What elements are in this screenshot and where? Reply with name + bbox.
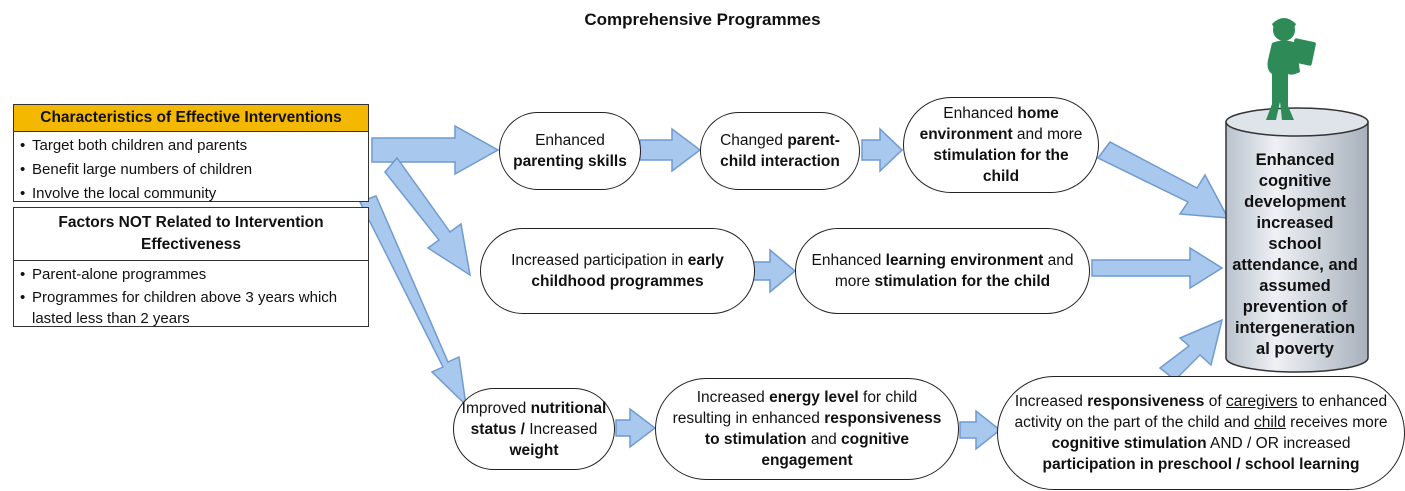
node-caregiver-responsiveness: Increased responsiveness of caregivers t… bbox=[997, 376, 1405, 490]
arrow-to-participation bbox=[384, 156, 472, 277]
node-energy-level: Increased energy level for child resulti… bbox=[655, 378, 959, 480]
diagram-title: Comprehensive Programmes bbox=[584, 10, 821, 29]
arrow-to-energy bbox=[615, 407, 657, 449]
node-early-childhood-participation: Increased participation in early childho… bbox=[480, 228, 755, 314]
arrow-to-learning bbox=[751, 248, 797, 294]
arrow-to-parenting bbox=[371, 124, 500, 176]
arrow-to-interaction bbox=[639, 127, 702, 173]
factors-panel: Factors NOT Related to Intervention Effe… bbox=[13, 207, 369, 327]
node-nutritional-status: Improved nutritional status / Increased … bbox=[453, 388, 615, 470]
list-item: Benefit large numbers of children bbox=[20, 158, 362, 182]
list-item: Parent-alone programmes bbox=[20, 263, 362, 287]
node-home-environment: Enhanced home environment and more stimu… bbox=[903, 97, 1099, 193]
factors-heading: Factors NOT Related to Intervention Effe… bbox=[14, 208, 368, 261]
arrow-to-home bbox=[861, 127, 904, 173]
node-parent-child-interaction: Changed parent-child interaction bbox=[700, 112, 860, 190]
outcome-cylinder bbox=[1225, 18, 1369, 373]
list-item: Target both children and parents bbox=[20, 134, 362, 158]
characteristics-list: Target both children and parents Benefit… bbox=[20, 134, 362, 206]
arrow-home-to-outcome bbox=[1096, 141, 1230, 219]
outcome-text: Enhanced cognitive development increased… bbox=[1232, 151, 1358, 358]
arrow-to-responsiveness bbox=[959, 409, 1002, 451]
node-learning-environment: Enhanced learning environment and more s… bbox=[795, 228, 1090, 314]
arrow-to-nutrition bbox=[358, 195, 468, 408]
factors-list: Parent-alone programmes Programmes for c… bbox=[20, 263, 362, 329]
characteristics-panel: Characteristics of Effective Interventio… bbox=[13, 104, 369, 206]
list-item: Involve the local community bbox=[20, 182, 362, 206]
arrow-learning-to-outcome bbox=[1091, 246, 1224, 290]
arrow-responsiveness-to-outcome bbox=[1158, 318, 1224, 382]
characteristics-heading: Characteristics of Effective Interventio… bbox=[14, 105, 368, 132]
child-reading-icon bbox=[1266, 18, 1316, 120]
node-parenting-skills: Enhanced parenting skills bbox=[499, 112, 641, 190]
list-item: Programmes for children above 3 years wh… bbox=[20, 287, 362, 329]
